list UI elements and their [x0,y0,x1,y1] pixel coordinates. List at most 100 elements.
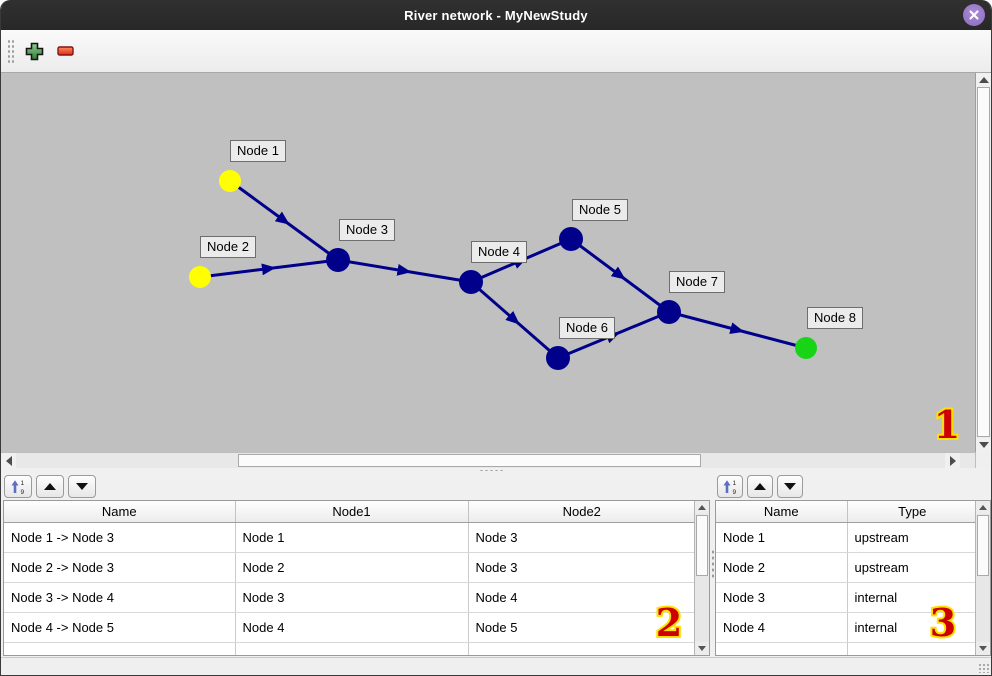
table-cell[interactable]: internal [847,582,977,613]
table-cell[interactable]: Node 3 -> Node 4 [4,582,236,613]
close-icon [969,10,979,20]
network-edge-n7-n8[interactable] [668,310,807,350]
node-n7[interactable] [657,300,681,324]
table-cell[interactable]: internal [847,612,977,643]
node-n2[interactable] [189,266,211,288]
table-cell[interactable]: upstream [847,552,977,583]
table-cell[interactable]: Node 3 [716,582,848,613]
hscroll-thumb[interactable] [238,454,701,467]
table-cell[interactable]: Node 5 [468,612,695,643]
table-cell[interactable]: Node 1 -> Node 3 [4,522,236,553]
nodes-table-vscrollbar[interactable] [975,501,990,655]
remove-button[interactable] [51,36,81,66]
node-label-n3[interactable]: Node 3 [339,219,395,241]
nodes-sort-button[interactable]: 1 9 [717,475,743,498]
scroll-down-button[interactable] [976,438,991,452]
arrow-right-icon [949,455,956,466]
splitter-grip-icon [479,469,505,472]
node-label-n1[interactable]: Node 1 [230,140,286,162]
column-header-type[interactable]: Type [847,501,977,523]
table-cell[interactable]: Node 1 [716,522,848,553]
node-n4[interactable] [459,270,483,294]
column-header-name[interactable]: Name [716,501,848,523]
table-cell[interactable]: Node 4 [716,612,848,643]
table-cell[interactable]: Node 4 -> Node 5 [4,612,236,643]
node-n1[interactable] [219,170,241,192]
scroll-left-button[interactable] [1,453,16,468]
column-header-node2[interactable]: Node2 [468,501,695,523]
scroll-up-button[interactable] [695,501,709,514]
column-header-node1[interactable]: Node1 [235,501,469,523]
node-label-n2[interactable]: Node 2 [200,236,256,258]
table-row-empty [716,642,977,655]
svg-text:9: 9 [21,489,25,495]
node-n3[interactable] [326,248,350,272]
panel-splitter[interactable] [711,473,715,657]
node-label-n6[interactable]: Node 6 [559,317,615,339]
node-n5[interactable] [559,227,583,251]
links-move-down-button[interactable] [68,475,96,498]
arrow-up-icon [698,505,706,510]
scroll-down-button[interactable] [976,642,990,655]
table-cell[interactable]: Node 2 -> Node 3 [4,552,236,583]
column-header-name[interactable]: Name [4,501,236,523]
network-edge-n5-n7[interactable] [570,237,670,314]
arrow-left-icon [5,455,12,466]
arrow-up-icon [979,505,987,510]
links-move-up-button[interactable] [36,475,64,498]
resize-grip[interactable] [978,663,990,673]
table-cell[interactable]: upstream [847,522,977,553]
arrow-down-icon [698,646,706,651]
table-cell[interactable]: Node 2 [716,552,848,583]
nodes-move-up-button[interactable] [747,475,773,498]
table-cell[interactable]: Node 1 [235,522,469,553]
scroll-down-button[interactable] [695,642,709,655]
table-cell[interactable]: Node 3 [468,552,695,583]
close-button[interactable] [963,4,985,26]
table-cell[interactable]: Node 3 [235,582,469,613]
titlebar[interactable]: River network - MyNewStudy [1,0,991,30]
canvas-vscrollbar[interactable] [975,73,991,452]
scroll-right-button[interactable] [945,453,960,468]
network-edge-n2-n3[interactable] [199,258,339,279]
node-label-n7[interactable]: Node 7 [669,271,725,293]
vscroll-thumb[interactable] [977,515,989,576]
nodes-move-down-button[interactable] [777,475,803,498]
vscroll-thumb[interactable] [977,87,990,437]
vscroll-thumb[interactable] [696,515,708,576]
network-edge-n3-n4[interactable] [337,258,472,284]
splitter-grip-icon [711,549,715,579]
table-cell[interactable]: Node 4 [468,582,695,613]
node-n6[interactable] [546,346,570,370]
down-triangle-icon [784,483,796,490]
scroll-up-button[interactable] [976,501,990,514]
node-label-n5[interactable]: Node 5 [572,199,628,221]
node-n8[interactable] [795,337,817,359]
table-cell[interactable]: Node 4 [235,612,469,643]
network-edge-n1-n3[interactable] [229,179,339,262]
links-table-vscrollbar[interactable] [694,501,709,655]
network-canvas[interactable]: Node 1 Node 2 Node 3 Node 4 Node 5 Node 6 Node… [1,73,975,452]
links-sort-button[interactable]: 1 9 [4,475,32,498]
toolbar-drag-handle[interactable] [7,39,16,65]
table-cell[interactable]: Node 3 [468,522,695,553]
node-label-n8[interactable]: Node 8 [807,307,863,329]
node-label-n4[interactable]: Node 4 [471,241,527,263]
canvas-hscrollbar[interactable] [1,452,975,468]
scroll-up-button[interactable] [976,73,991,87]
table-cell[interactable]: Node 2 [235,552,469,583]
horizontal-splitter[interactable] [1,468,991,473]
network-edge-n4-n6[interactable] [470,280,559,360]
add-button[interactable] [19,36,49,66]
